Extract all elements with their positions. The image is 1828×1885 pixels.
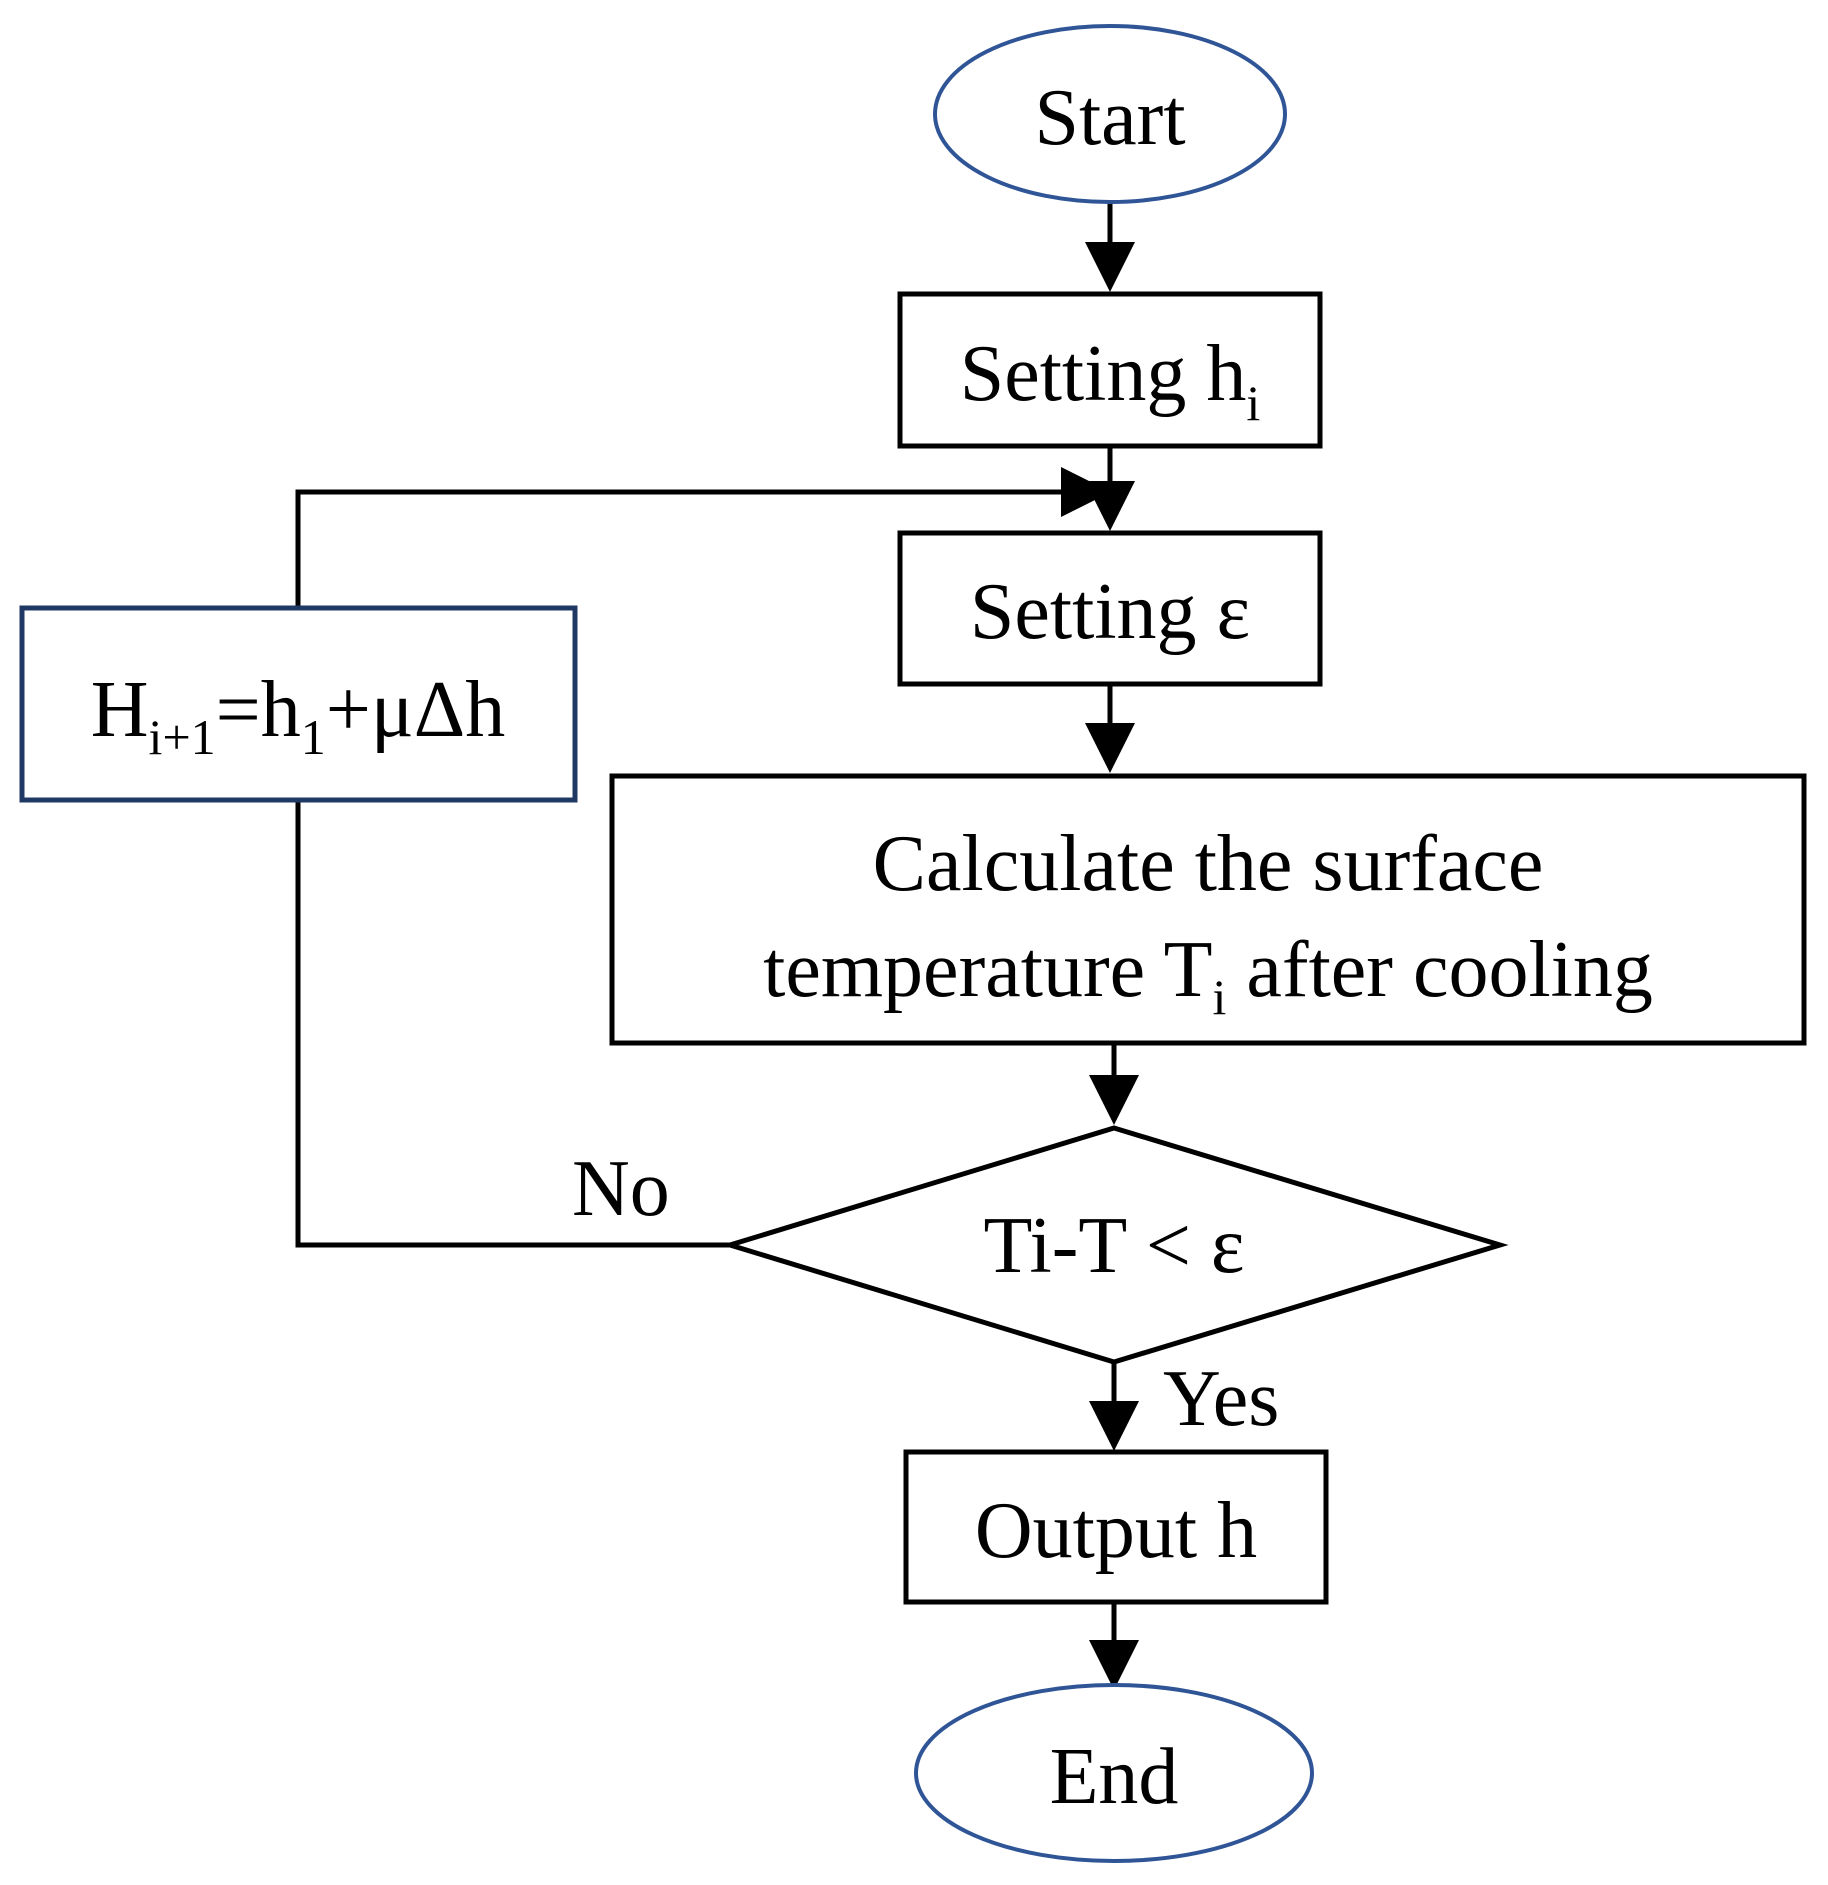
calculate-line2-before: temperature T <box>763 926 1212 1014</box>
output-label: Output h <box>975 1487 1257 1575</box>
setting-eps-label: Setting ε <box>970 568 1250 656</box>
calculate-line1: Calculate the surface <box>873 820 1544 908</box>
update-subscript-2: 1 <box>301 709 326 765</box>
edge-update-to-loop <box>295 467 1111 606</box>
update-mid: =h <box>216 666 301 754</box>
setting-h-text: Setting h <box>960 330 1247 418</box>
update-box <box>19 605 578 803</box>
output-node: Output h <box>903 1449 1329 1605</box>
update-tail: +μΔh <box>326 666 505 754</box>
setting-h-subscript: i <box>1246 375 1260 431</box>
output-box <box>903 1449 1329 1605</box>
update-base: H <box>91 666 149 754</box>
setting-h-box <box>897 291 1323 449</box>
calculate-line2-subscript: i <box>1213 969 1227 1025</box>
decision-node: Ti-T < ε <box>721 1125 1509 1365</box>
connectors <box>295 202 1139 1690</box>
start-oval <box>933 24 1287 204</box>
edge-no-to-update <box>295 797 730 1248</box>
decision-diamond <box>721 1125 1509 1365</box>
calculate-line2-after: after cooling <box>1226 926 1652 1014</box>
end-node: End <box>914 1683 1314 1863</box>
decision-label: Ti-T < ε <box>983 1202 1244 1290</box>
calculate-box <box>609 773 1807 1046</box>
calculate-node: Calculate the surface temperature Ti aft… <box>609 773 1807 1046</box>
end-label: End <box>1050 1733 1179 1821</box>
update-node: Hi+1=h1+μΔh <box>19 605 578 803</box>
setting-h-label: Setting hi <box>960 330 1261 431</box>
end-oval <box>914 1683 1314 1863</box>
update-subscript-1: i+1 <box>149 709 216 765</box>
update-label: Hi+1=h1+μΔh <box>91 666 505 765</box>
start-node: Start <box>933 24 1287 204</box>
setting-h-node: Setting hi <box>897 291 1323 449</box>
setting-eps-node: Setting ε <box>897 530 1323 687</box>
start-label: Start <box>1034 74 1185 162</box>
yes-label: Yes <box>1163 1355 1279 1443</box>
calculate-line2: temperature Ti after cooling <box>763 926 1653 1025</box>
setting-eps-box <box>897 530 1323 687</box>
no-label: No <box>572 1145 670 1233</box>
